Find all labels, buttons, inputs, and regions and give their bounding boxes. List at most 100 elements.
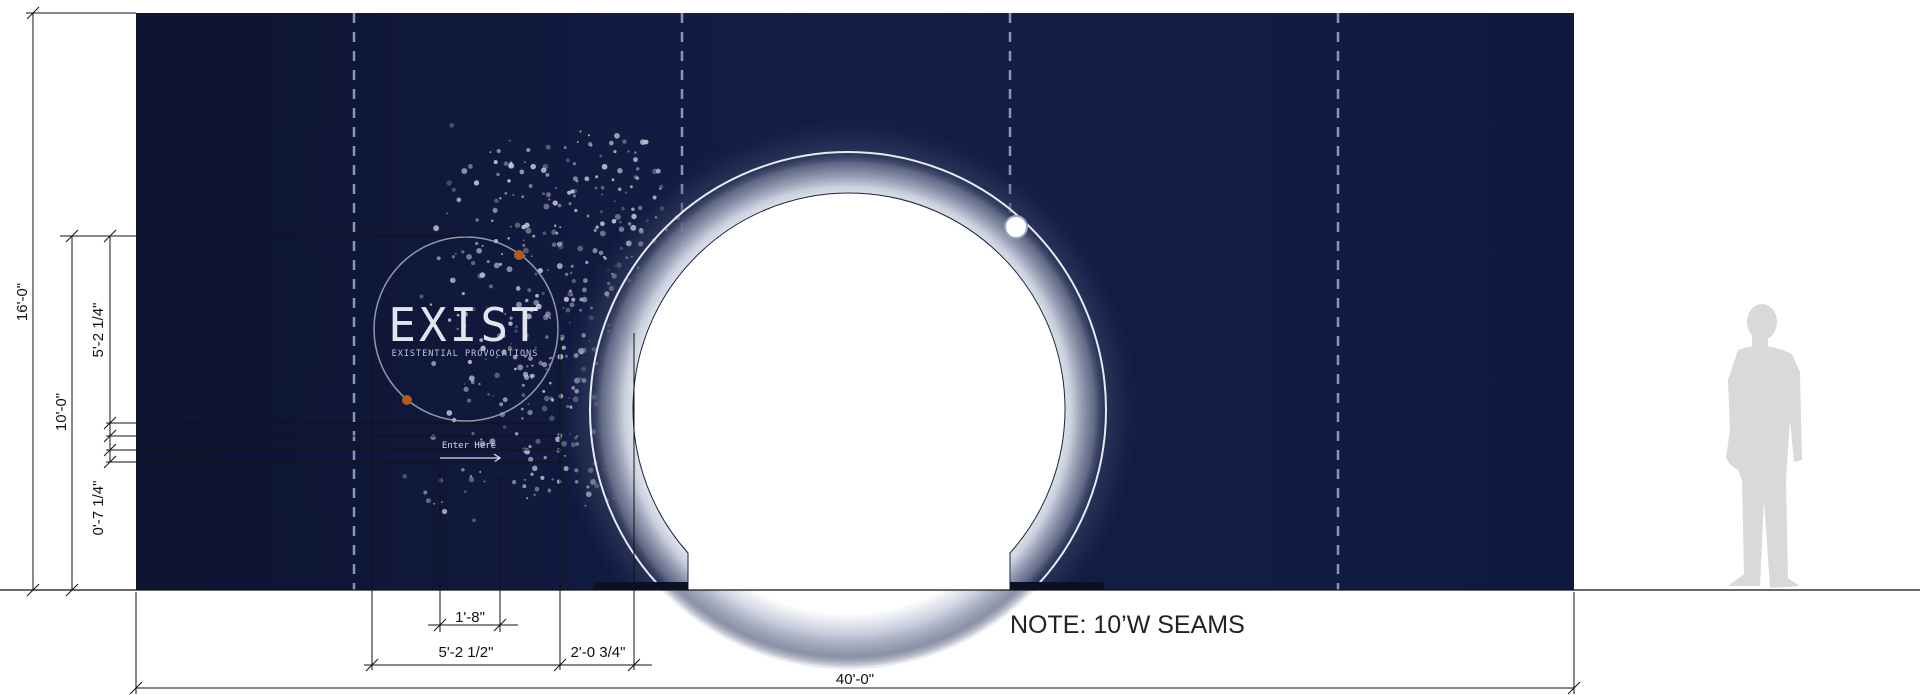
particle bbox=[488, 284, 493, 289]
particle bbox=[600, 193, 603, 196]
particle bbox=[499, 402, 504, 407]
particle bbox=[526, 497, 529, 500]
horizontal-dimensions bbox=[129, 618, 1581, 695]
particle bbox=[568, 321, 571, 324]
particle bbox=[522, 484, 527, 489]
particle bbox=[463, 386, 469, 392]
particle bbox=[522, 239, 525, 242]
particle bbox=[499, 262, 503, 266]
particle bbox=[447, 318, 452, 322]
particle bbox=[535, 438, 541, 445]
particle bbox=[467, 359, 473, 365]
logo-title: EXIST bbox=[388, 298, 541, 352]
particle bbox=[607, 268, 610, 272]
particle bbox=[527, 288, 532, 293]
particle bbox=[499, 323, 503, 327]
particle bbox=[506, 266, 513, 273]
particle bbox=[507, 179, 511, 183]
particle bbox=[555, 231, 559, 235]
particle bbox=[527, 402, 530, 405]
particle bbox=[569, 302, 575, 308]
particle bbox=[655, 168, 661, 174]
particle bbox=[528, 183, 533, 189]
particle bbox=[572, 194, 576, 198]
particle bbox=[431, 361, 437, 367]
particle bbox=[496, 148, 501, 154]
particle bbox=[614, 213, 621, 220]
particle bbox=[590, 306, 593, 310]
particle bbox=[558, 393, 564, 399]
particle bbox=[507, 346, 512, 350]
particle bbox=[463, 383, 466, 385]
particle bbox=[472, 518, 476, 523]
particle bbox=[551, 229, 557, 235]
particle bbox=[430, 434, 437, 441]
particle bbox=[544, 395, 550, 402]
particle bbox=[469, 474, 473, 478]
particle bbox=[560, 337, 564, 341]
logo-ring bbox=[373, 236, 559, 422]
particle bbox=[521, 383, 525, 387]
particle bbox=[570, 442, 576, 448]
particle bbox=[534, 346, 537, 349]
particle bbox=[508, 162, 515, 169]
particle bbox=[530, 255, 533, 258]
particle bbox=[489, 151, 492, 153]
particle bbox=[562, 306, 565, 310]
particle bbox=[470, 260, 476, 266]
particle bbox=[461, 292, 465, 296]
particle bbox=[640, 139, 646, 145]
particle bbox=[456, 313, 460, 317]
particle bbox=[565, 158, 571, 163]
particle bbox=[522, 371, 529, 377]
dim-logo-ring: 5'-2 1/4" bbox=[90, 303, 107, 358]
exist-logo: EXIST EXISTENTIAL PROVOCATIONS Enter Her… bbox=[373, 236, 559, 463]
particle bbox=[532, 234, 536, 238]
particle bbox=[423, 490, 428, 495]
particle bbox=[449, 123, 455, 128]
particle bbox=[491, 443, 494, 447]
particle bbox=[572, 162, 576, 166]
reference-lines bbox=[106, 235, 560, 463]
particle bbox=[658, 184, 664, 189]
portal-opening bbox=[632, 192, 1066, 591]
particle bbox=[545, 368, 548, 371]
particle bbox=[496, 172, 500, 177]
particle bbox=[462, 311, 468, 317]
particle bbox=[595, 175, 599, 179]
particle bbox=[525, 227, 532, 234]
particle bbox=[489, 438, 496, 445]
particle bbox=[508, 139, 511, 142]
particle bbox=[540, 167, 547, 173]
particle bbox=[601, 163, 608, 170]
particle bbox=[603, 256, 607, 260]
particle bbox=[629, 185, 633, 189]
particle bbox=[429, 303, 433, 306]
dim-total-height: 16'-0" bbox=[14, 283, 31, 321]
particle bbox=[574, 208, 578, 213]
particle bbox=[525, 298, 529, 303]
particle bbox=[479, 440, 486, 447]
particle bbox=[527, 409, 533, 416]
particle bbox=[538, 360, 544, 366]
particle bbox=[524, 161, 526, 164]
particle bbox=[454, 252, 457, 255]
particle bbox=[633, 157, 638, 163]
enter-here-label[interactable]: Enter Here bbox=[442, 441, 496, 451]
particle bbox=[619, 246, 623, 250]
particle bbox=[587, 141, 593, 147]
arrow-right-icon[interactable] bbox=[440, 453, 502, 463]
particle bbox=[611, 218, 617, 224]
particle bbox=[480, 438, 483, 441]
particle bbox=[530, 472, 534, 476]
particle bbox=[528, 456, 534, 463]
particle bbox=[563, 296, 569, 302]
particle bbox=[475, 218, 479, 222]
particle bbox=[547, 489, 551, 494]
particle bbox=[534, 272, 538, 276]
particle bbox=[611, 178, 615, 182]
particle bbox=[631, 207, 635, 211]
particle bbox=[451, 187, 456, 192]
particle bbox=[627, 222, 632, 226]
particle bbox=[574, 353, 579, 358]
